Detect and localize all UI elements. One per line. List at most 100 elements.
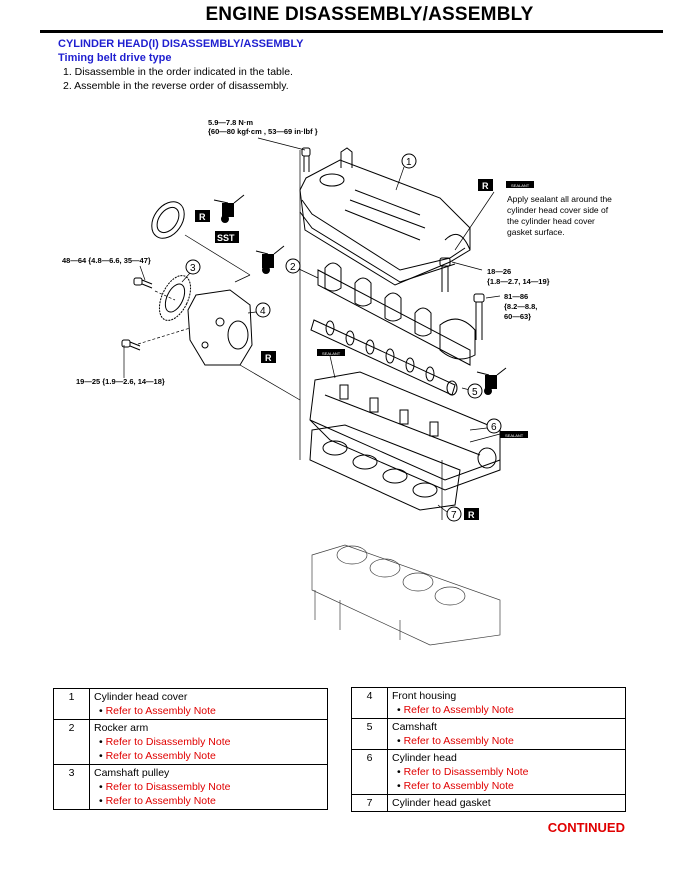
part-name: Camshaft pulley [94,767,170,779]
svg-text:SST: SST [217,233,235,243]
disassembly-note-link[interactable]: Refer to Disassembly Note [94,735,323,749]
callout-3: 3 [185,259,201,275]
svg-text:SEALANT: SEALANT [511,183,530,188]
sealant-tube-icon: SEALANT [500,431,528,438]
assembly-note-link[interactable]: Refer to Assembly Note [94,794,323,808]
oil-can-icon [476,367,507,395]
svg-text:SEALANT: SEALANT [505,433,524,438]
assembly-note-link[interactable]: Refer to Assembly Note [392,734,621,748]
part-number: 2 [53,719,90,765]
cover-bolt-drawing [301,147,311,172]
procedure-steps: 1. Disassemble in the order indicated in… [63,66,293,93]
housing-bolt-drawing [121,339,141,351]
replace-badge: R [464,508,479,520]
oil-can-icon [255,245,285,274]
callout-5: 5 [467,383,483,399]
torque-label-pulley-bolt: 48—64 {4.8—6.6, 35—47} [62,256,151,265]
cylinder-block-drawing [311,544,501,646]
sealant-note-line: gasket surface. [507,227,565,237]
cylinder-head-drawing [309,371,501,491]
svg-text:R: R [482,181,489,191]
callout-7: 7 [446,506,462,522]
torque-label-rocker-bolt: 18—26 [487,267,511,276]
part-name: Cylinder head [392,752,457,764]
procedure-step: 2. Assemble in the reverse order of disa… [63,79,289,92]
part-number: 7 [351,794,388,812]
svg-text:6: 6 [491,422,497,433]
oil-seal-drawing [151,201,185,239]
parts-table-left: 1 Cylinder head cover Refer to Assembly … [53,688,328,810]
camshaft-drawing [310,319,458,396]
svg-text:4: 4 [260,306,266,317]
table-row: 1 Cylinder head cover Refer to Assembly … [53,688,328,720]
assembly-note-link[interactable]: Refer to Assembly Note [392,779,621,793]
part-name: Camshaft [392,721,437,733]
procedure-step: 1. Disassemble in the order indicated in… [63,66,293,78]
sealant-tube-icon: SEALANT [506,181,534,188]
title-rule [40,30,663,33]
svg-text:7: 7 [451,510,457,521]
part-number: 1 [53,688,90,720]
part-number: 5 [351,718,388,750]
callout-4: 4 [255,302,271,318]
table-row: 5 Camshaft Refer to Assembly Note [351,718,626,750]
part-number: 4 [351,687,388,719]
sealant-note-line: Apply sealant all around the [507,194,612,204]
continued-label: CONTINUED [547,820,625,835]
part-cell: Front housing Refer to Assembly Note [387,687,626,719]
table-row: 2 Rocker arm Refer to Disassembly Note R… [53,719,328,765]
callout-2: 2 [285,258,301,274]
exploded-diagram: 5.9—7.8 N·m {60—80 kgf·cm , 53—69 in·lbf… [62,118,612,646]
assembly-note-link[interactable]: Refer to Assembly Note [94,749,323,763]
assembly-note-link[interactable]: Refer to Assembly Note [392,703,621,717]
part-name: Cylinder head gasket [392,797,491,809]
replace-badge: R [195,210,210,222]
assembly-note-link[interactable]: Refer to Assembly Note [94,704,323,718]
table-row: 7 Cylinder head gasket [351,794,626,812]
part-cell: Cylinder head Refer to Disassembly Note … [387,749,626,795]
torque-label-housing-bolt: 19—25 {1.9—2.6, 14—18} [76,377,165,386]
part-cell: Cylinder head gasket [387,794,626,812]
svg-text:R: R [265,353,272,363]
svg-text:R: R [468,510,475,520]
subsection-heading: Timing belt drive type [58,52,172,64]
part-name: Rocker arm [94,722,149,734]
parts-table-right: 4 Front housing Refer to Assembly Note 5… [351,687,626,812]
front-housing-drawing [187,289,253,366]
table-row: 4 Front housing Refer to Assembly Note [351,687,626,719]
part-name: Front housing [392,690,457,702]
sealant-tube-icon: SEALANT [317,349,345,356]
torque-label-head-bolt-alt1: {8.2—8.8, [504,302,537,311]
part-number: 6 [351,749,388,795]
svg-text:R: R [199,212,206,222]
part-cell: Camshaft Refer to Assembly Note [387,718,626,750]
disassembly-note-link[interactable]: Refer to Disassembly Note [392,765,621,779]
cylinder-head-gasket-drawing [309,424,461,511]
svg-text:5: 5 [472,387,478,398]
torque-label-rocker-bolt-alt: {1.8—2.7, 14—19} [487,277,550,286]
pulley-bolt-drawing [133,277,153,289]
callout-1: 1 [401,153,417,169]
svg-text:1: 1 [406,157,412,168]
part-cell: Camshaft pulley Refer to Disassembly Not… [89,764,328,810]
torque-label-head-bolt-alt2: 60—63} [504,312,531,321]
rocker-arm-drawing [317,262,476,366]
cylinder-head-cover-drawing [299,147,471,286]
svg-text:3: 3 [190,263,196,274]
torque-label-cover-bolt: 5.9—7.8 N·m [208,118,253,127]
callout-6: 6 [486,418,502,434]
part-cell: Rocker arm Refer to Disassembly Note Ref… [89,719,328,765]
sealant-note-line: the cylinder head cover [507,216,595,226]
sst-badge: SST [215,231,239,243]
replace-badge: R [261,351,276,363]
part-cell: Cylinder head cover Refer to Assembly No… [89,688,328,720]
svg-text:2: 2 [290,262,296,273]
rocker-bolt-drawing [439,257,485,340]
page-title: ENGINE DISASSEMBLY/ASSEMBLY [205,4,534,25]
disassembly-note-link[interactable]: Refer to Disassembly Note [94,780,323,794]
sealant-note-line: cylinder head cover side of [507,205,609,215]
replace-badge: R [478,179,493,191]
part-number: 3 [53,764,90,810]
section-heading: CYLINDER HEAD(I) DISASSEMBLY/ASSEMBLY [58,38,304,50]
svg-text:SEALANT: SEALANT [322,351,341,356]
